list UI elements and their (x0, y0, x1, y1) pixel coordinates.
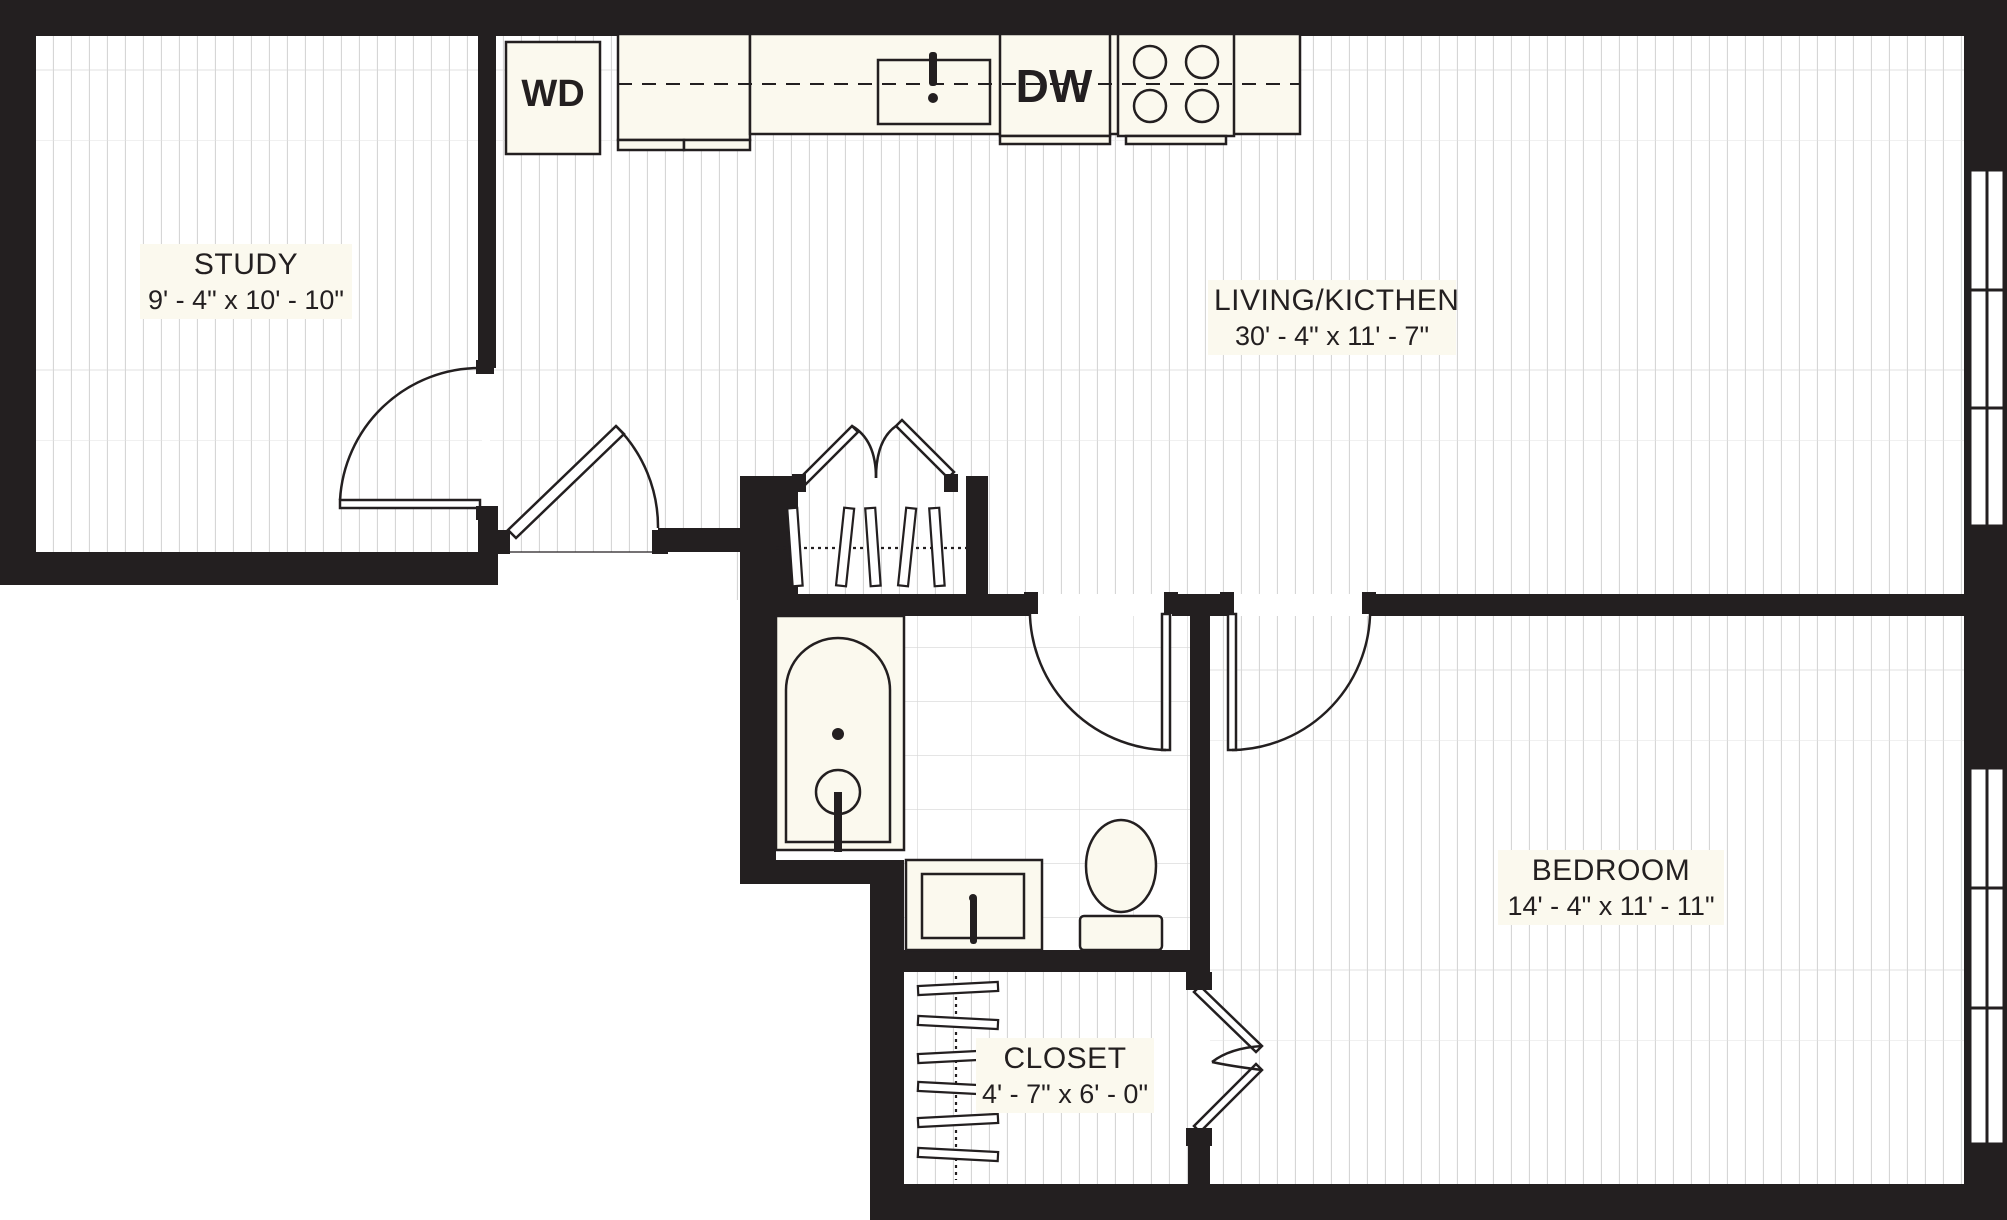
toilet (1078, 818, 1164, 952)
room-dimensions: 4' - 7" x 6' - 0" (982, 1078, 1149, 1109)
tub-drain-icon (832, 728, 844, 852)
room-name: STUDY (193, 248, 299, 281)
dishwasher-label: DW (1016, 60, 1093, 112)
room-dimensions: 30' - 4" x 11' - 7" (1234, 320, 1430, 351)
faucet-icon (928, 52, 938, 103)
room-dimensions: 14' - 4" x 11' - 11" (1507, 890, 1715, 921)
room-name: CLOSET (1003, 1042, 1127, 1075)
room-label-study: STUDY 9' - 4" x 10' - 10" (140, 244, 352, 320)
washer-dryer-label: WD (521, 73, 584, 115)
washer-dryer (504, 40, 602, 156)
room-name: BEDROOM (1531, 854, 1691, 887)
room-name: LIVING/KICTHEN (1214, 284, 1460, 317)
base-cabinet (616, 32, 752, 142)
room-label-living: LIVING/KICTHEN 30' - 4" x 11' - 7" (1208, 280, 1460, 356)
room-label-closet: CLOSET 4' - 7" x 6' - 0" (976, 1038, 1154, 1114)
range-burners (1132, 44, 1220, 124)
door-hinges (476, 360, 1376, 1146)
vanity-faucet-icon (969, 894, 977, 944)
room-dimensions: 9' - 4" x 10' - 10" (147, 284, 345, 315)
linen-shelves (776, 506, 966, 588)
room-label-bedroom: BEDROOM 14' - 4" x 11' - 11" (1498, 850, 1724, 926)
windows (1968, 168, 2006, 1146)
